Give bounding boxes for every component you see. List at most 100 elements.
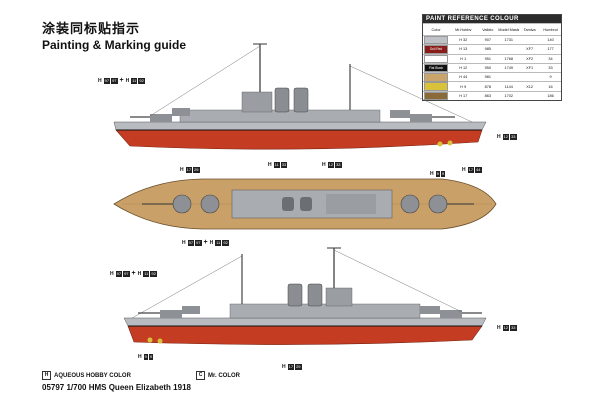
paint-cell-mrhobby: H 9 — [460, 84, 467, 89]
paint-row: Flat Black H 12 950 1749 XF1 33 — [423, 62, 561, 73]
paint-table-title: PAINT REFERENCE COLOUR — [423, 15, 561, 23]
paint-cell-vallejo: 878 — [484, 84, 491, 89]
paint-cell-vallejo: 981 — [484, 75, 491, 80]
fwd-turret-b2 — [440, 310, 462, 318]
page-title-cn: 涂装同标贴指示 — [42, 21, 141, 36]
funnel-1-plan — [282, 197, 294, 211]
paint-cell-mrhobby: H 44 — [459, 75, 468, 80]
col-modelmaster: Model Master — [498, 27, 520, 32]
paint-cell-mrhobby: H 12 — [459, 66, 468, 71]
ship-profile-bottom-group — [123, 247, 487, 345]
paint-reference-table: PAINT REFERENCE COLOUR Color Mr.Hobby Va… — [422, 14, 562, 102]
paint-row: H 9 878 1144 X12 16 — [423, 81, 561, 91]
paint-swatch — [424, 91, 449, 101]
paint-row: H 32 907 1731 140 — [423, 35, 561, 45]
funnel-1 — [274, 87, 290, 113]
paint-cell-humbrol: 16 — [548, 84, 553, 89]
paint-cell-tamiya: XF1 — [526, 66, 534, 71]
paint-cell-mrhobby: H 17 — [459, 93, 468, 98]
paint-cell-tamiya: XF7 — [526, 47, 534, 52]
fwd-turret-b1 — [420, 306, 440, 314]
turret-b-plan — [200, 194, 220, 214]
forward-turret-a — [150, 114, 172, 122]
turret-y-plan — [428, 194, 448, 214]
paint-swatch: Dull Red — [424, 45, 449, 54]
boat-deck — [326, 194, 376, 214]
bridge-b — [325, 287, 353, 307]
deck-house-b — [229, 303, 421, 319]
funnel-b2 — [307, 283, 323, 307]
paint-row: H 1 951 1768 XF2 34 — [423, 53, 561, 63]
ship-plan-group — [113, 178, 497, 230]
paint-cell-mrhobby: H 1 — [460, 56, 467, 61]
paint-cell-vallejo: 985 — [484, 47, 491, 52]
paint-cell-model_master: 1702 — [504, 93, 513, 98]
paint-row: H 17 863 1702 186 — [423, 90, 561, 101]
paint-row: Dull Red H 13 985 XF7 177 — [423, 44, 561, 54]
paint-cell-humbrol: 177 — [547, 47, 554, 52]
paint-cell-mrhobby: H 32 — [459, 38, 468, 43]
paint-cell-vallejo: 863 — [484, 93, 491, 98]
paint-cell-tamiya: XF2 — [526, 56, 534, 61]
paint-cell-humbrol: 186 — [547, 93, 554, 98]
col-color: Color — [431, 27, 441, 32]
turret-a-plan — [172, 194, 192, 214]
funnel-2-plan — [300, 197, 312, 211]
paint-swatch — [424, 82, 449, 91]
ship-profile-top-group — [113, 43, 487, 150]
paint-cell-model_master: 1731 — [504, 38, 513, 43]
ship-profile-bottom — [123, 247, 487, 345]
ship-profile-top — [113, 43, 487, 150]
paint-cell-mrhobby: H 13 — [459, 47, 468, 52]
aqueous-label: AQUEOUS HOBBY COLOR — [54, 372, 131, 379]
paint-cell-model_master: 1768 — [504, 56, 513, 61]
paint-cell-vallejo: 951 — [484, 56, 491, 61]
paint-cell-humbrol: 34 — [548, 56, 553, 61]
paint-cell-model_master: 1749 — [504, 66, 513, 71]
col-humbrol: Humbrol — [543, 27, 558, 32]
paint-swatch — [424, 73, 449, 82]
aft-turret-x — [390, 110, 410, 118]
legend-aqueous: H AQUEOUS HOBBY COLOR — [42, 371, 131, 380]
ship-plan-view — [113, 178, 497, 230]
paint-swatch — [424, 54, 449, 63]
bridge — [241, 91, 273, 113]
funnel-b1 — [287, 283, 303, 307]
legend-mrcolor: C Mr. COLOR — [196, 371, 240, 380]
paint-cell-humbrol: 140 — [547, 38, 554, 43]
col-vallejo: Vallejo — [482, 27, 494, 32]
paint-row: H 44 981 9 — [423, 72, 561, 82]
turret-x-plan — [400, 194, 420, 214]
paint-cell-tamiya: X12 — [526, 84, 534, 89]
paint-swatch — [424, 35, 449, 45]
col-tamiya: Tamiya — [523, 27, 536, 32]
paint-cell-model_master: 1144 — [504, 84, 513, 89]
mrcolor-key-icon: C — [196, 371, 205, 380]
footer-kit-title: 05797 1/700 HMS Queen Elizabeth 1918 — [42, 383, 191, 392]
hull-grey-upper-b — [123, 317, 487, 327]
aft-turret-b2 — [182, 306, 200, 314]
paint-swatch: Flat Black — [424, 63, 449, 73]
paint-cell-humbrol: 9 — [549, 75, 552, 80]
hull-red-underwater-b — [127, 325, 483, 345]
paint-cell-vallejo: 950 — [484, 66, 491, 71]
aft-turret-y — [410, 114, 432, 122]
col-mrhobby: Mr.Hobby — [455, 27, 472, 32]
paint-cell-vallejo: 907 — [484, 38, 491, 43]
paint-cell-humbrol: 33 — [548, 66, 553, 71]
funnel-2 — [293, 87, 309, 113]
hull-grey-upper — [113, 121, 487, 131]
